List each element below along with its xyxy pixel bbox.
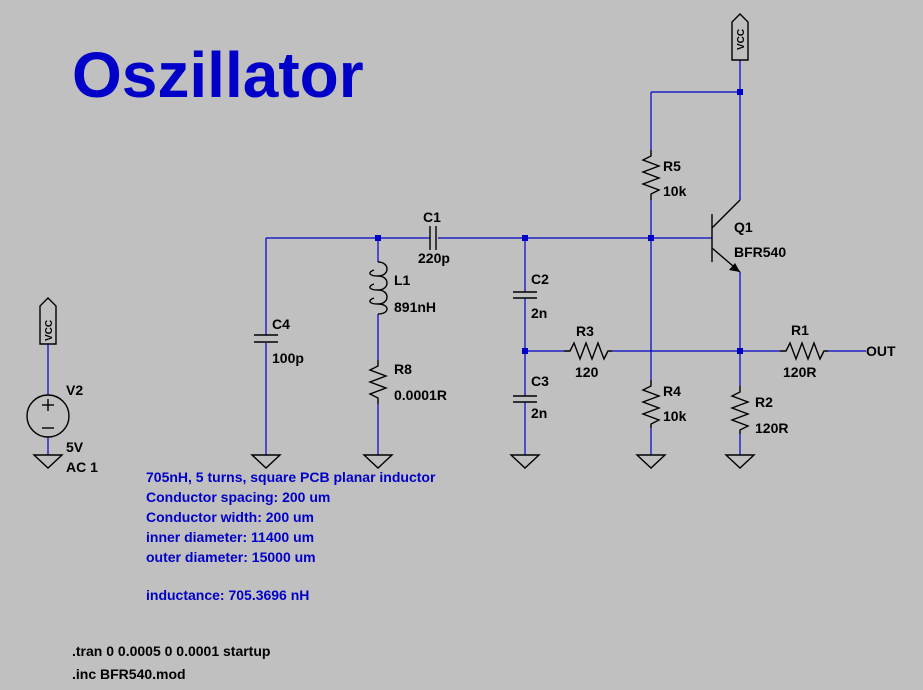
c1-value: 220p xyxy=(418,250,450,266)
voltage-source-v2[interactable] xyxy=(26,394,70,438)
r8-value: 0.0001R xyxy=(394,387,447,403)
directive-inc: .inc BFR540.mod xyxy=(72,666,186,682)
wires xyxy=(47,60,866,455)
directive-tran: .tran 0 0.0005 0 0.0001 startup xyxy=(72,643,270,659)
capacitor-c4[interactable] xyxy=(254,334,278,343)
vcc-flag-left: VCC xyxy=(39,297,57,345)
ground-symbols xyxy=(32,454,756,469)
vcc-flag-top: VCC xyxy=(731,13,749,61)
r3-ref: R3 xyxy=(576,323,594,339)
q1-value: BFR540 xyxy=(734,244,786,260)
svg-text:VCC: VCC xyxy=(736,29,747,50)
r1-value: 120R xyxy=(783,364,816,380)
resistor-r1[interactable] xyxy=(780,341,828,361)
inductor-l1[interactable] xyxy=(369,261,388,315)
resistor-r4[interactable] xyxy=(641,380,661,428)
r4-ref: R4 xyxy=(663,383,681,399)
resistor-r3[interactable] xyxy=(564,341,612,361)
l1-ref: L1 xyxy=(394,272,411,288)
schematic-title: Oszillator xyxy=(72,39,364,111)
resistor-r5[interactable] xyxy=(641,150,661,200)
r1-ref: R1 xyxy=(791,322,809,338)
q1-ref: Q1 xyxy=(734,219,753,235)
r5-ref: R5 xyxy=(663,158,681,174)
out-label: OUT xyxy=(866,343,896,359)
r2-value: 120R xyxy=(755,420,788,436)
r2-ref: R2 xyxy=(755,394,773,410)
note-line: Conductor width: 200 um xyxy=(146,509,314,525)
capacitor-c3[interactable] xyxy=(513,395,537,403)
inductor-notes: 705nH, 5 turns, square PCB planar induct… xyxy=(146,469,436,603)
junction-dots xyxy=(375,89,743,354)
c3-value: 2n xyxy=(531,405,547,421)
note-line: Conductor spacing: 200 um xyxy=(146,489,330,505)
capacitor-c2[interactable] xyxy=(513,291,537,299)
r4-value: 10k xyxy=(663,408,687,424)
spice-directives: .tran 0 0.0005 0 0.0001 startup .inc BFR… xyxy=(72,643,270,682)
r8-ref: R8 xyxy=(394,361,412,377)
c2-ref: C2 xyxy=(531,271,549,287)
v2-ac: AC 1 xyxy=(66,459,98,475)
capacitor-c1[interactable] xyxy=(426,226,437,250)
c2-value: 2n xyxy=(531,305,547,321)
r5-value: 10k xyxy=(663,183,687,199)
v2-ref: V2 xyxy=(66,382,83,398)
c3-ref: C3 xyxy=(531,373,549,389)
note-line: 705nH, 5 turns, square PCB planar induct… xyxy=(146,469,436,485)
c4-ref: C4 xyxy=(272,316,290,332)
resistor-r8[interactable] xyxy=(368,360,388,404)
note-line: outer diameter: 15000 um xyxy=(146,549,316,565)
note-line: inductance: 705.3696 nH xyxy=(146,587,309,603)
v2-value: 5V xyxy=(66,439,84,455)
resistor-r2[interactable] xyxy=(730,386,750,434)
svg-text:VCC: VCC xyxy=(44,320,55,341)
note-line: inner diameter: 11400 um xyxy=(146,529,314,545)
l1-value: 891nH xyxy=(394,299,436,315)
c1-ref: C1 xyxy=(423,209,441,225)
r3-value: 120 xyxy=(575,364,599,380)
transistor-q1[interactable] xyxy=(703,199,741,273)
c4-value: 100p xyxy=(272,350,304,366)
